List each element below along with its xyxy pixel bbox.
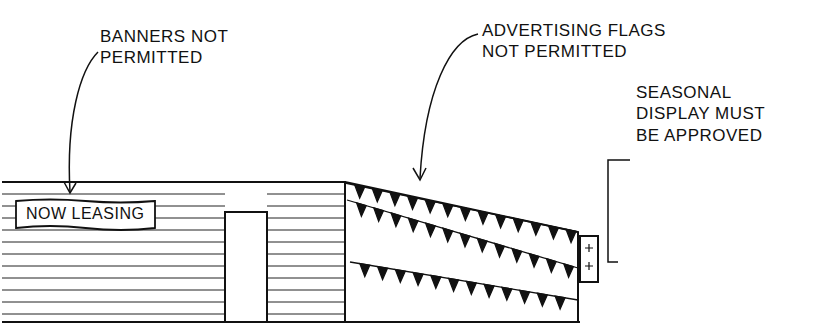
pennant [564,264,574,277]
pennant [477,238,487,251]
pennant [395,270,405,283]
pennant [555,296,565,309]
siding-line [2,254,345,255]
siding-line [2,302,345,303]
pennant [443,204,453,217]
note-label: SEASONAL DISPLAY MUST BE APPROVED [636,82,786,146]
pennant [531,222,541,235]
pennant [425,200,435,213]
siding-line [2,290,345,291]
pennant [520,290,530,303]
pennant [408,196,418,209]
siding-line [2,230,345,231]
pennant [360,264,370,277]
banner-shape [16,200,155,231]
pennant [513,218,523,231]
seasonal-display [580,236,598,282]
siding-lines [2,194,345,314]
pennant [466,281,476,294]
pennant [378,267,388,280]
pennant [529,254,539,267]
pennant [537,293,547,306]
flag-string [347,200,578,268]
display-marks [585,244,593,270]
pennant [413,273,423,286]
pennant [431,275,441,288]
siding-line [2,194,345,195]
siding-line [2,314,345,315]
flag-string [345,183,578,232]
pennant [502,287,512,300]
advertising-flags [345,183,578,309]
pennant [449,278,459,291]
note-label: BANNERS NOT PERMITTED [100,26,232,69]
note-label: ADVERTISING FLAGS NOT PERMITTED [482,20,687,63]
side-wall [345,182,578,322]
pennant [460,207,470,220]
building-outline [2,182,345,322]
pennant [547,259,557,272]
pennant [478,211,488,224]
pennant [391,213,401,226]
pennant [460,233,470,246]
pennant [549,226,559,239]
pennant [357,203,367,216]
pennant [512,249,522,262]
pennant [408,218,418,231]
leader-line [69,52,98,192]
leader-line [420,34,478,178]
ground-line [2,321,580,323]
leader-tick [64,182,76,193]
pennant [355,185,365,198]
pennant [443,228,453,241]
pennant [426,223,436,236]
door [225,212,267,322]
pennant [374,208,384,221]
siding-line [2,266,345,267]
pennant [372,189,382,202]
pennant [566,230,576,243]
pennant [495,243,505,256]
banner-text: NOW LEASING [26,205,144,223]
pennant [484,284,494,297]
banner: NOW LEASING [14,198,157,230]
siding-line [2,242,345,243]
siding-line [2,278,345,279]
leader-tick [413,168,426,180]
bracket [608,160,630,262]
pennant [496,215,506,228]
pennant [390,192,400,205]
